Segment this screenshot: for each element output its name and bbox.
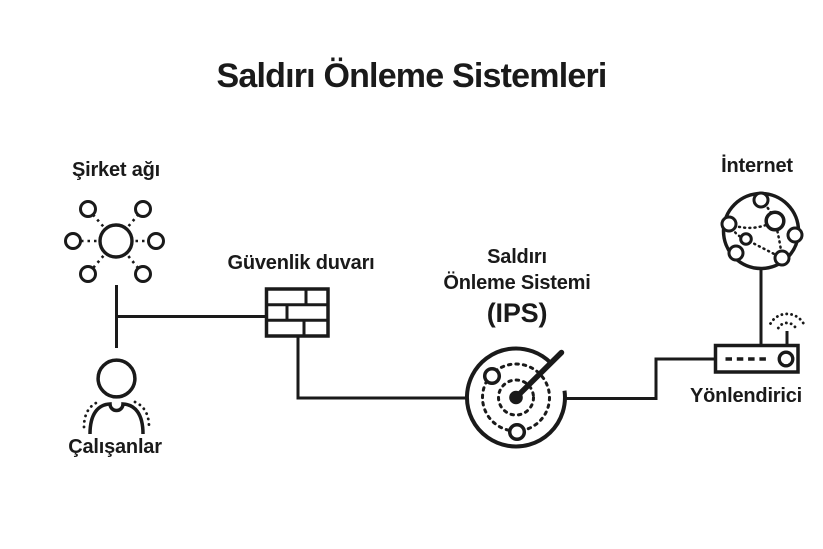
radar-icon [464,346,567,449]
diagram-title: Saldırı Önleme Sistemleri [216,57,607,95]
person-icon [82,358,151,435]
network-satellite-nodes [64,200,165,283]
network-hub-node [98,223,134,259]
label-ips-line2: Önleme Sistemi [443,272,591,294]
connector-firewall-ips [296,336,467,400]
label-ips: Saldırı Önleme Sistemi (IPS) [443,244,590,328]
person-shoulders [88,402,145,435]
label-company-network: Şirket ağı [71,159,161,181]
label-ips-acronym: (IPS) [486,298,548,328]
connector-ips-router [564,357,716,400]
radar-needle [513,349,565,401]
label-employees: Çalışanlar [68,436,162,458]
radar-blip [507,422,527,442]
person-head [96,358,137,399]
network-icon [64,200,165,283]
globe-icon [720,191,804,271]
label-firewall: Güvenlik duvarı [227,252,375,274]
globe-edge-nodes [720,191,804,267]
label-ips-line1: Saldırı [487,246,547,268]
radar-center-dot [509,390,523,405]
brick-wall-icon [264,287,330,338]
globe-inner-node-small [739,232,753,246]
radar-outer-ring [464,346,567,449]
router-icon [713,312,805,374]
globe-inner-node-large [764,210,786,232]
wifi-signal-icon [769,312,805,330]
router-port [777,350,795,368]
label-router: Yönlendirici [689,385,803,407]
connector-lines [115,268,763,400]
radar-blip [482,366,502,386]
person-dotted-arcs [82,400,151,429]
label-internet: İnternet [721,155,793,177]
